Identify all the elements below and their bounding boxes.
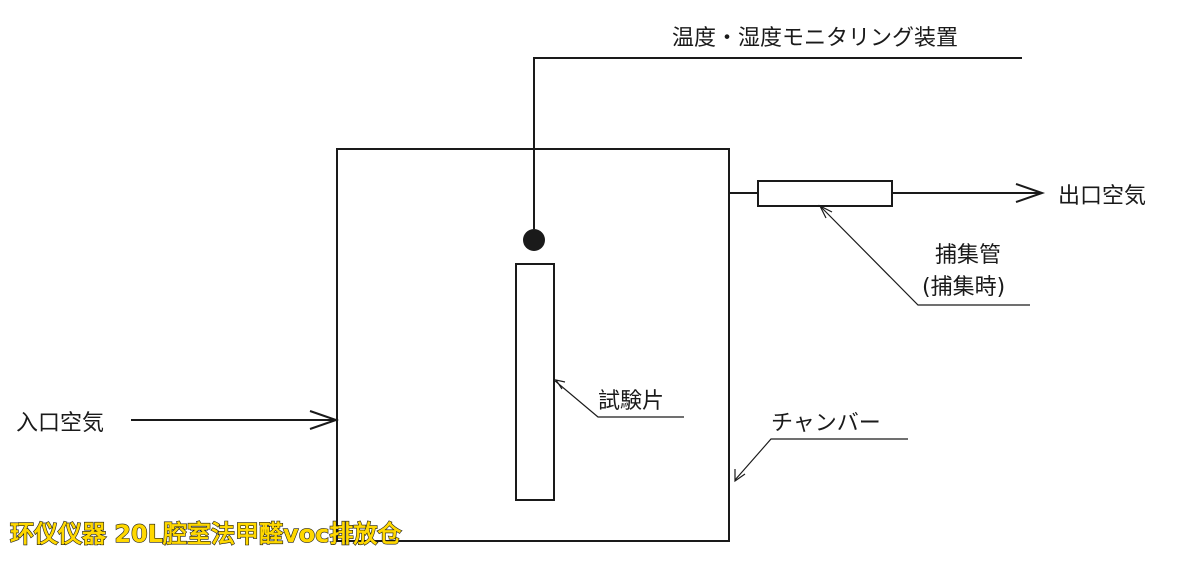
specimen-plate: [515, 263, 555, 501]
monitor-label: 温度・湿度モニタリング装置: [672, 26, 958, 51]
chamber-leader-tick: [734, 469, 746, 483]
sensor-probe: [523, 229, 545, 251]
capture-time-label: (捕集時): [922, 275, 1005, 300]
capture-tube-label: 捕集管: [935, 243, 1001, 268]
outlet-arrow-head: [1015, 183, 1046, 203]
capture-tube-leader: [819, 205, 1030, 306]
chamber-label: チャンバー: [771, 411, 881, 436]
watermark-caption: 环仪仪器 20L腔室法甲醛voc排放仓: [10, 520, 402, 548]
specimen-leader: [553, 379, 684, 418]
monitor-cable: [533, 57, 1022, 229]
inlet-arrow-head: [309, 410, 340, 430]
chamber-leader: [734, 438, 908, 481]
capture-tube-leader-tick: [818, 204, 833, 219]
inlet-air-label: 入口空気: [16, 411, 104, 436]
capture-tube: [757, 180, 893, 207]
outlet-air-label: 出口空気: [1058, 184, 1146, 209]
specimen-leader-tick: [554, 379, 566, 390]
specimen-label: 試験片: [598, 389, 664, 414]
